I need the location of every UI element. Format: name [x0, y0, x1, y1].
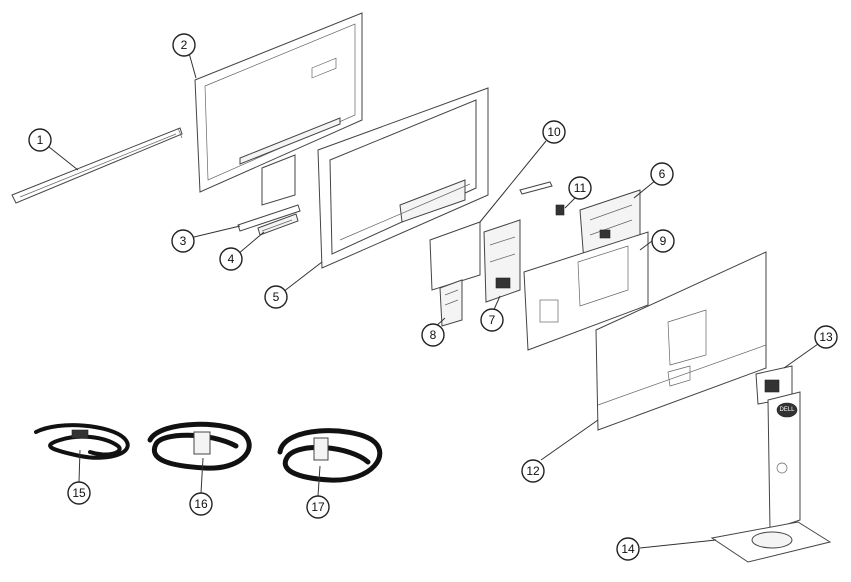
callout-9: 9 [651, 229, 675, 253]
callout-2-label: 2 [181, 38, 188, 52]
part-15-cable [34, 423, 130, 460]
part-10-shield [429, 221, 481, 291]
dell-logo: DELL [779, 407, 795, 413]
callout-3: 3 [171, 229, 195, 253]
callout-15-label: 15 [72, 486, 86, 500]
callout-13: 13 [814, 325, 838, 349]
callout-6: 6 [650, 162, 674, 186]
part-2-panel [194, 12, 363, 206]
part-8-small-board [439, 279, 463, 327]
callout-1-label: 1 [37, 133, 44, 147]
callout-14: 14 [616, 537, 640, 561]
callout-7: 7 [480, 308, 504, 332]
part-3-strip-board [237, 204, 301, 232]
callout-8: 8 [421, 323, 445, 347]
callout-5-label: 5 [273, 290, 280, 304]
callout-17: 17 [306, 495, 330, 519]
callout-12-label: 12 [526, 464, 540, 478]
callout-7-label: 7 [489, 313, 496, 327]
callout-11-label: 11 [574, 181, 587, 195]
callout-6-label: 6 [659, 167, 666, 181]
callout-4-label: 4 [228, 252, 235, 266]
callout-16: 16 [189, 492, 213, 516]
callout-17-label: 17 [311, 500, 325, 514]
part-4-button-board [257, 213, 299, 236]
callout-5: 5 [264, 285, 288, 309]
callout-3-label: 3 [180, 234, 187, 248]
callout-9-label: 9 [660, 234, 667, 248]
callout-11: 11 [568, 176, 592, 200]
callout-13-label: 13 [819, 330, 833, 344]
part-7-power-board [483, 219, 521, 303]
part-1-bezel-strip [11, 127, 183, 204]
part-9-back-shield [523, 231, 649, 351]
callout-10-label: 10 [547, 125, 561, 139]
part-17-cable [277, 428, 383, 483]
callout-14-label: 14 [621, 542, 635, 556]
callout-15: 15 [67, 481, 91, 505]
callout-2: 2 [172, 33, 196, 57]
part-12-rear-cover [595, 251, 767, 431]
stand-riser: DELL [767, 391, 801, 531]
part-5-middle-frame [317, 87, 489, 269]
part-14-stand-base [710, 521, 832, 563]
callout-8-label: 8 [430, 328, 437, 342]
callout-4: 4 [219, 247, 243, 271]
callout-12: 12 [521, 459, 545, 483]
callout-10: 10 [542, 120, 566, 144]
part-11-connector [519, 181, 565, 216]
part-16-cable [147, 421, 252, 471]
callout-1: 1 [28, 128, 52, 152]
callout-16-label: 16 [194, 497, 208, 511]
